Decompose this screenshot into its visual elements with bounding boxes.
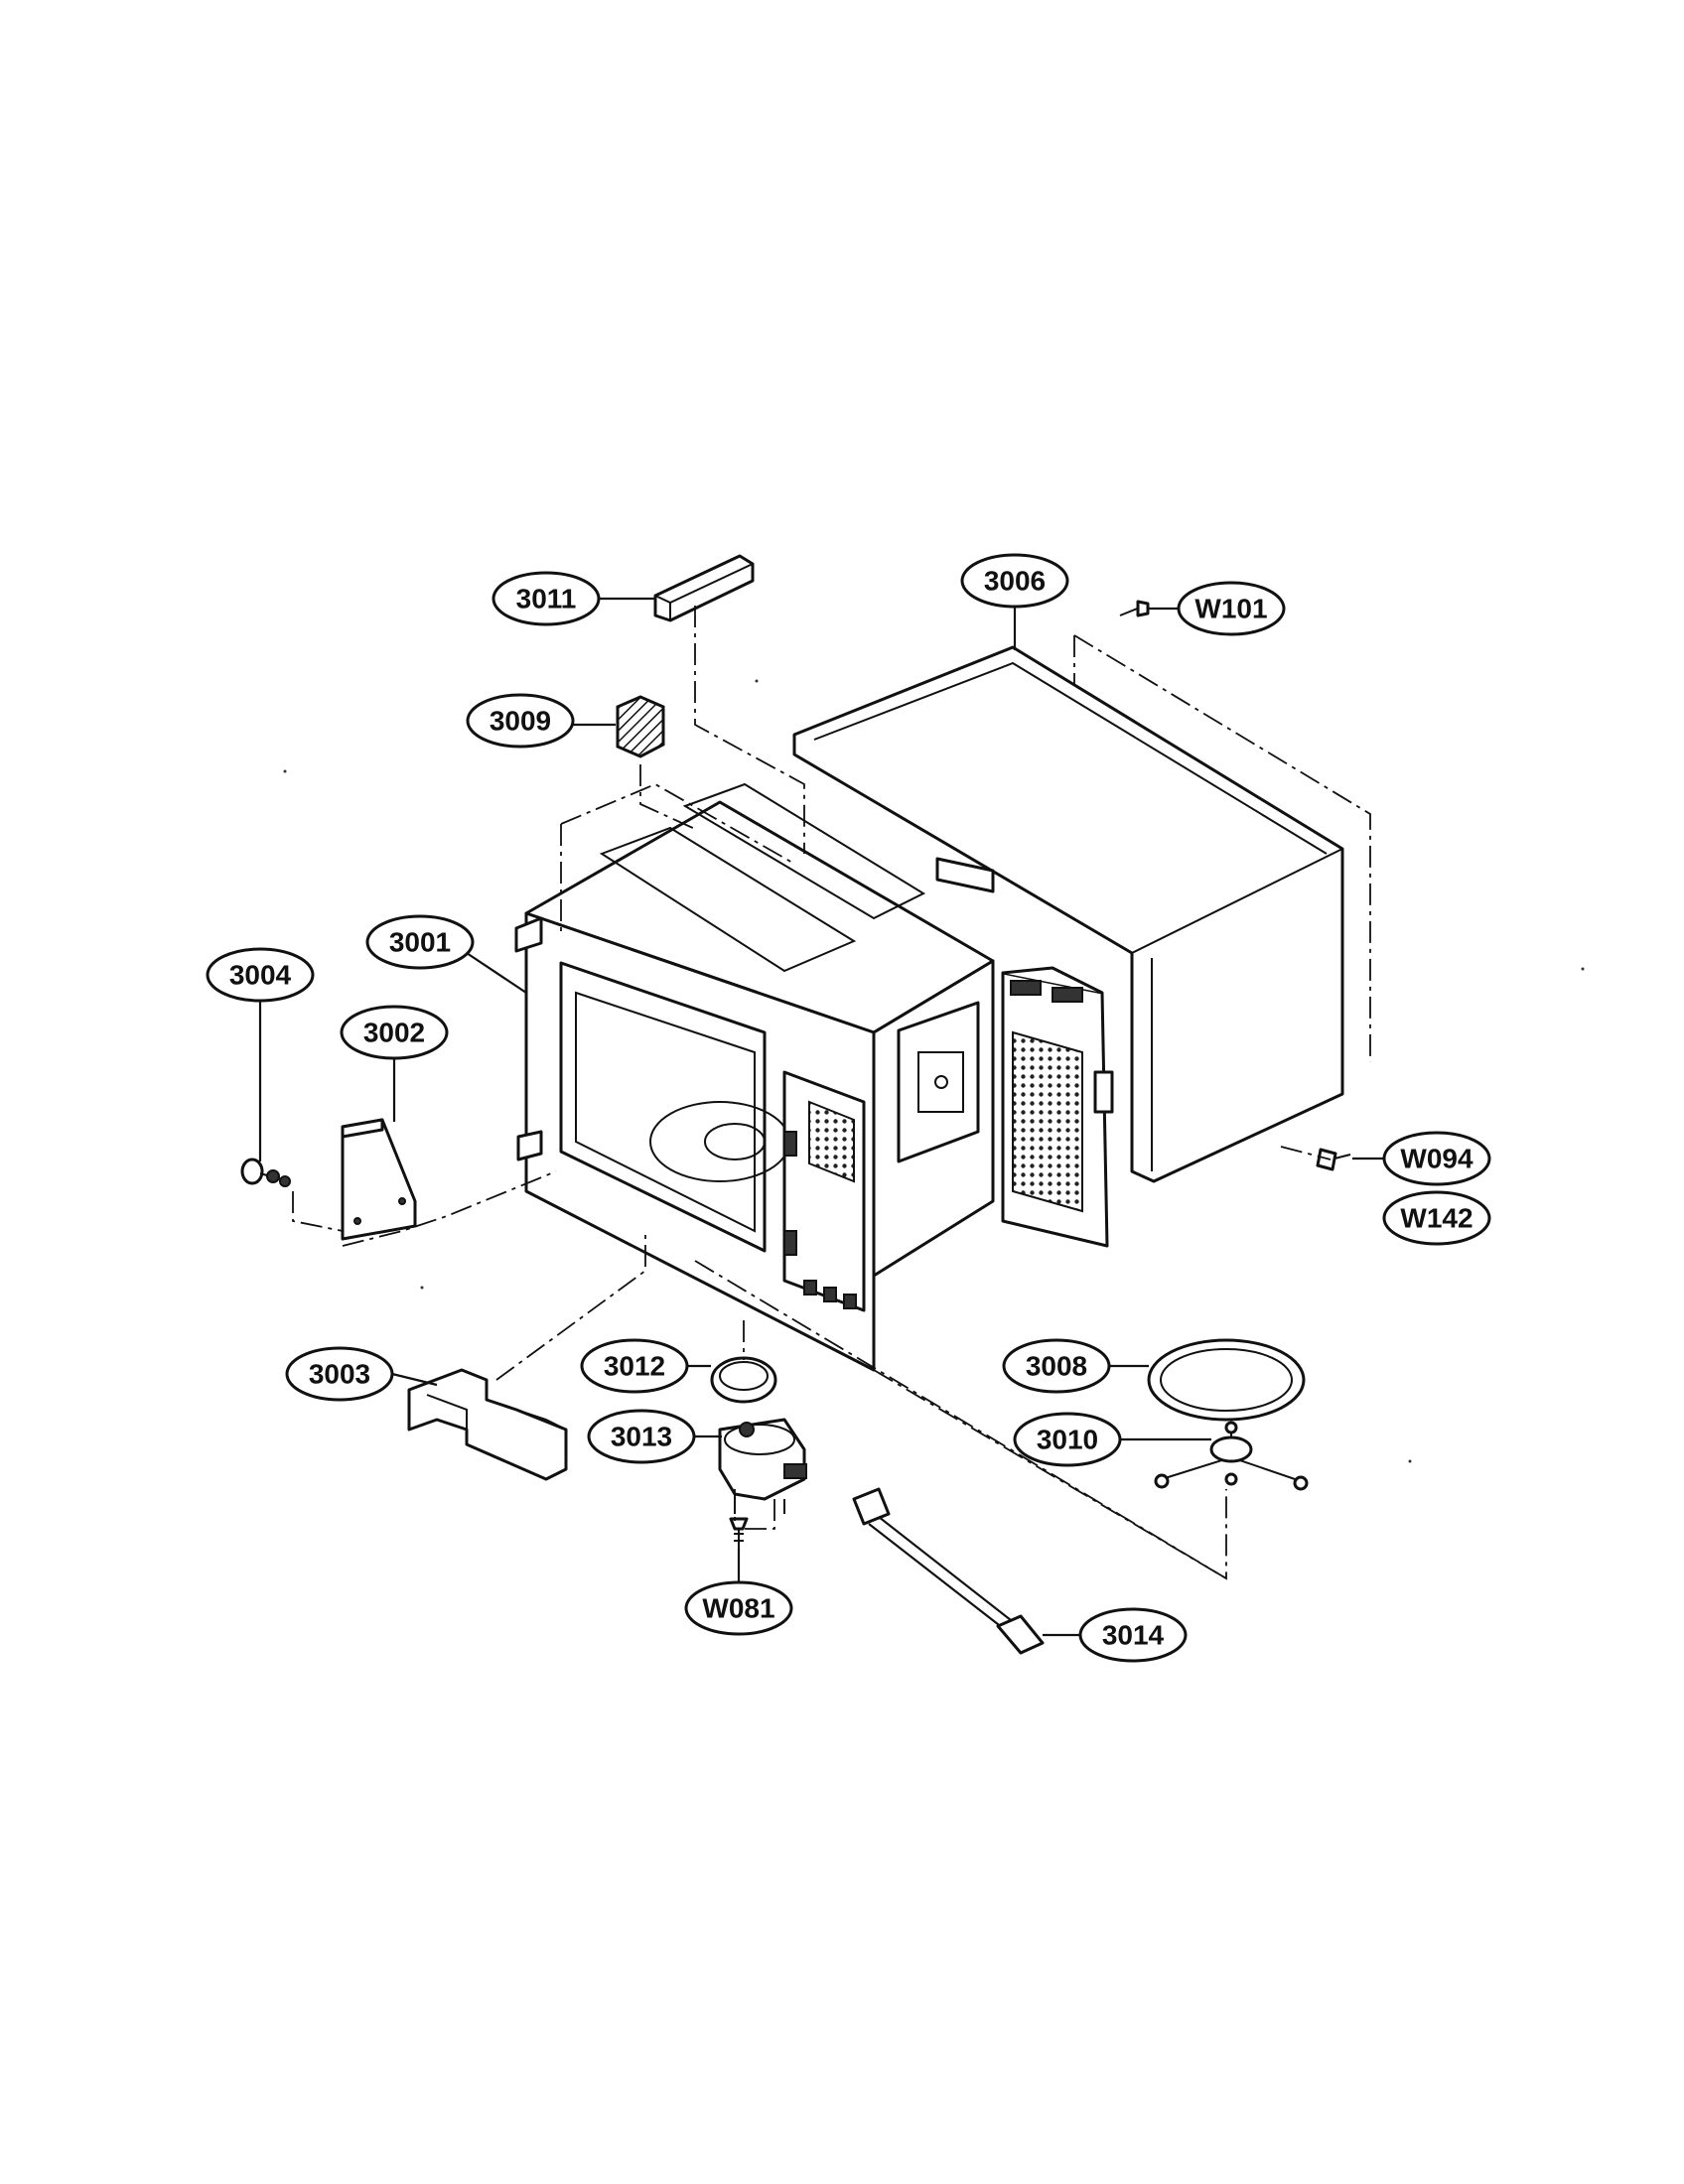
screw-w081 [729, 1517, 749, 1549]
callout-label-3009: 3009 [490, 706, 551, 737]
callout-label-W142: W142 [1400, 1203, 1473, 1234]
screw-w094 [1316, 1148, 1351, 1171]
callout-label-3004: 3004 [229, 960, 292, 991]
wire-harness-3014 [852, 1487, 1045, 1655]
coupler-3012 [710, 1356, 777, 1404]
scan-specks [283, 679, 1585, 1463]
callout-label-3011: 3011 [516, 584, 577, 614]
callout-label-3006: 3006 [984, 566, 1046, 597]
callout-label-3010: 3010 [1037, 1425, 1098, 1455]
fastener-3004 [240, 1158, 291, 1187]
callouts: 3011 3006 W101 3009 3001 3004 3002 W094 … [206, 553, 1491, 1663]
callout-label-3012: 3012 [604, 1351, 665, 1382]
outer-case-3006 [792, 645, 1344, 1183]
callout-label-3014: 3014 [1102, 1620, 1165, 1651]
callout-label-3008: 3008 [1026, 1351, 1087, 1382]
waveguide-cover-3009 [616, 695, 665, 758]
screw-w101 [1119, 600, 1150, 617]
door-frame [1001, 966, 1114, 1248]
callout-label-3002: 3002 [363, 1018, 425, 1048]
oven-cavity-3001 [514, 782, 995, 1372]
callout-label-W094: W094 [1400, 1144, 1474, 1174]
callout-label-3013: 3013 [611, 1422, 672, 1452]
assembly-lines [292, 606, 1371, 1580]
callout-label-W081: W081 [702, 1593, 774, 1624]
roller-ring-3010 [1154, 1421, 1309, 1491]
top-strip-3011 [653, 554, 755, 622]
callout-label-3001: 3001 [389, 927, 451, 958]
callout-label-W101: W101 [1194, 594, 1267, 624]
glass-tray-3008 [1147, 1338, 1306, 1422]
callout-label-3003: 3003 [309, 1359, 370, 1390]
motor-3013 [718, 1418, 807, 1514]
plate-3002 [341, 1118, 417, 1241]
insulator-3003 [407, 1368, 568, 1481]
